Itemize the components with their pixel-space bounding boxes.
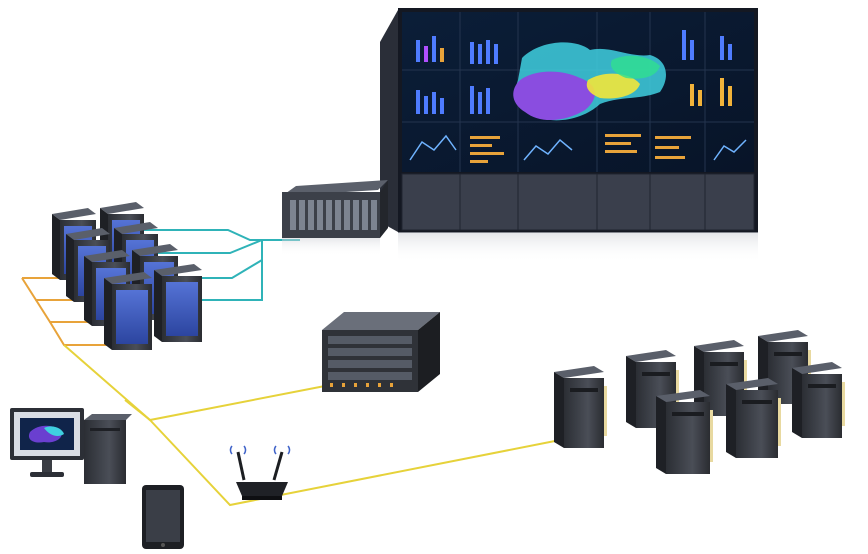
server-cluster xyxy=(52,202,202,350)
wall-chart-hbars xyxy=(470,134,691,163)
wall-map-graphic xyxy=(513,42,666,121)
wall-base-cabinets xyxy=(401,173,755,231)
tower-server-group xyxy=(554,330,845,474)
wifi-router-icon xyxy=(229,445,291,500)
blue-rack-server-icon xyxy=(104,272,152,350)
link-rack-servers xyxy=(21,277,120,346)
blue-rack-server-icon xyxy=(154,264,202,342)
desktop-computer-icon xyxy=(10,408,132,484)
video-wall-icon xyxy=(380,8,758,262)
tablet-icon xyxy=(142,485,184,549)
wall-chart-lines xyxy=(409,134,747,161)
tower-server-icon xyxy=(656,390,713,474)
wall-chart-bars xyxy=(416,30,732,114)
tower-server-icon xyxy=(554,366,607,448)
tower-server-icon xyxy=(792,362,845,438)
blade-chassis-icon xyxy=(322,312,440,392)
controller-chassis-icon xyxy=(282,180,388,256)
tower-server-icon xyxy=(726,378,781,458)
